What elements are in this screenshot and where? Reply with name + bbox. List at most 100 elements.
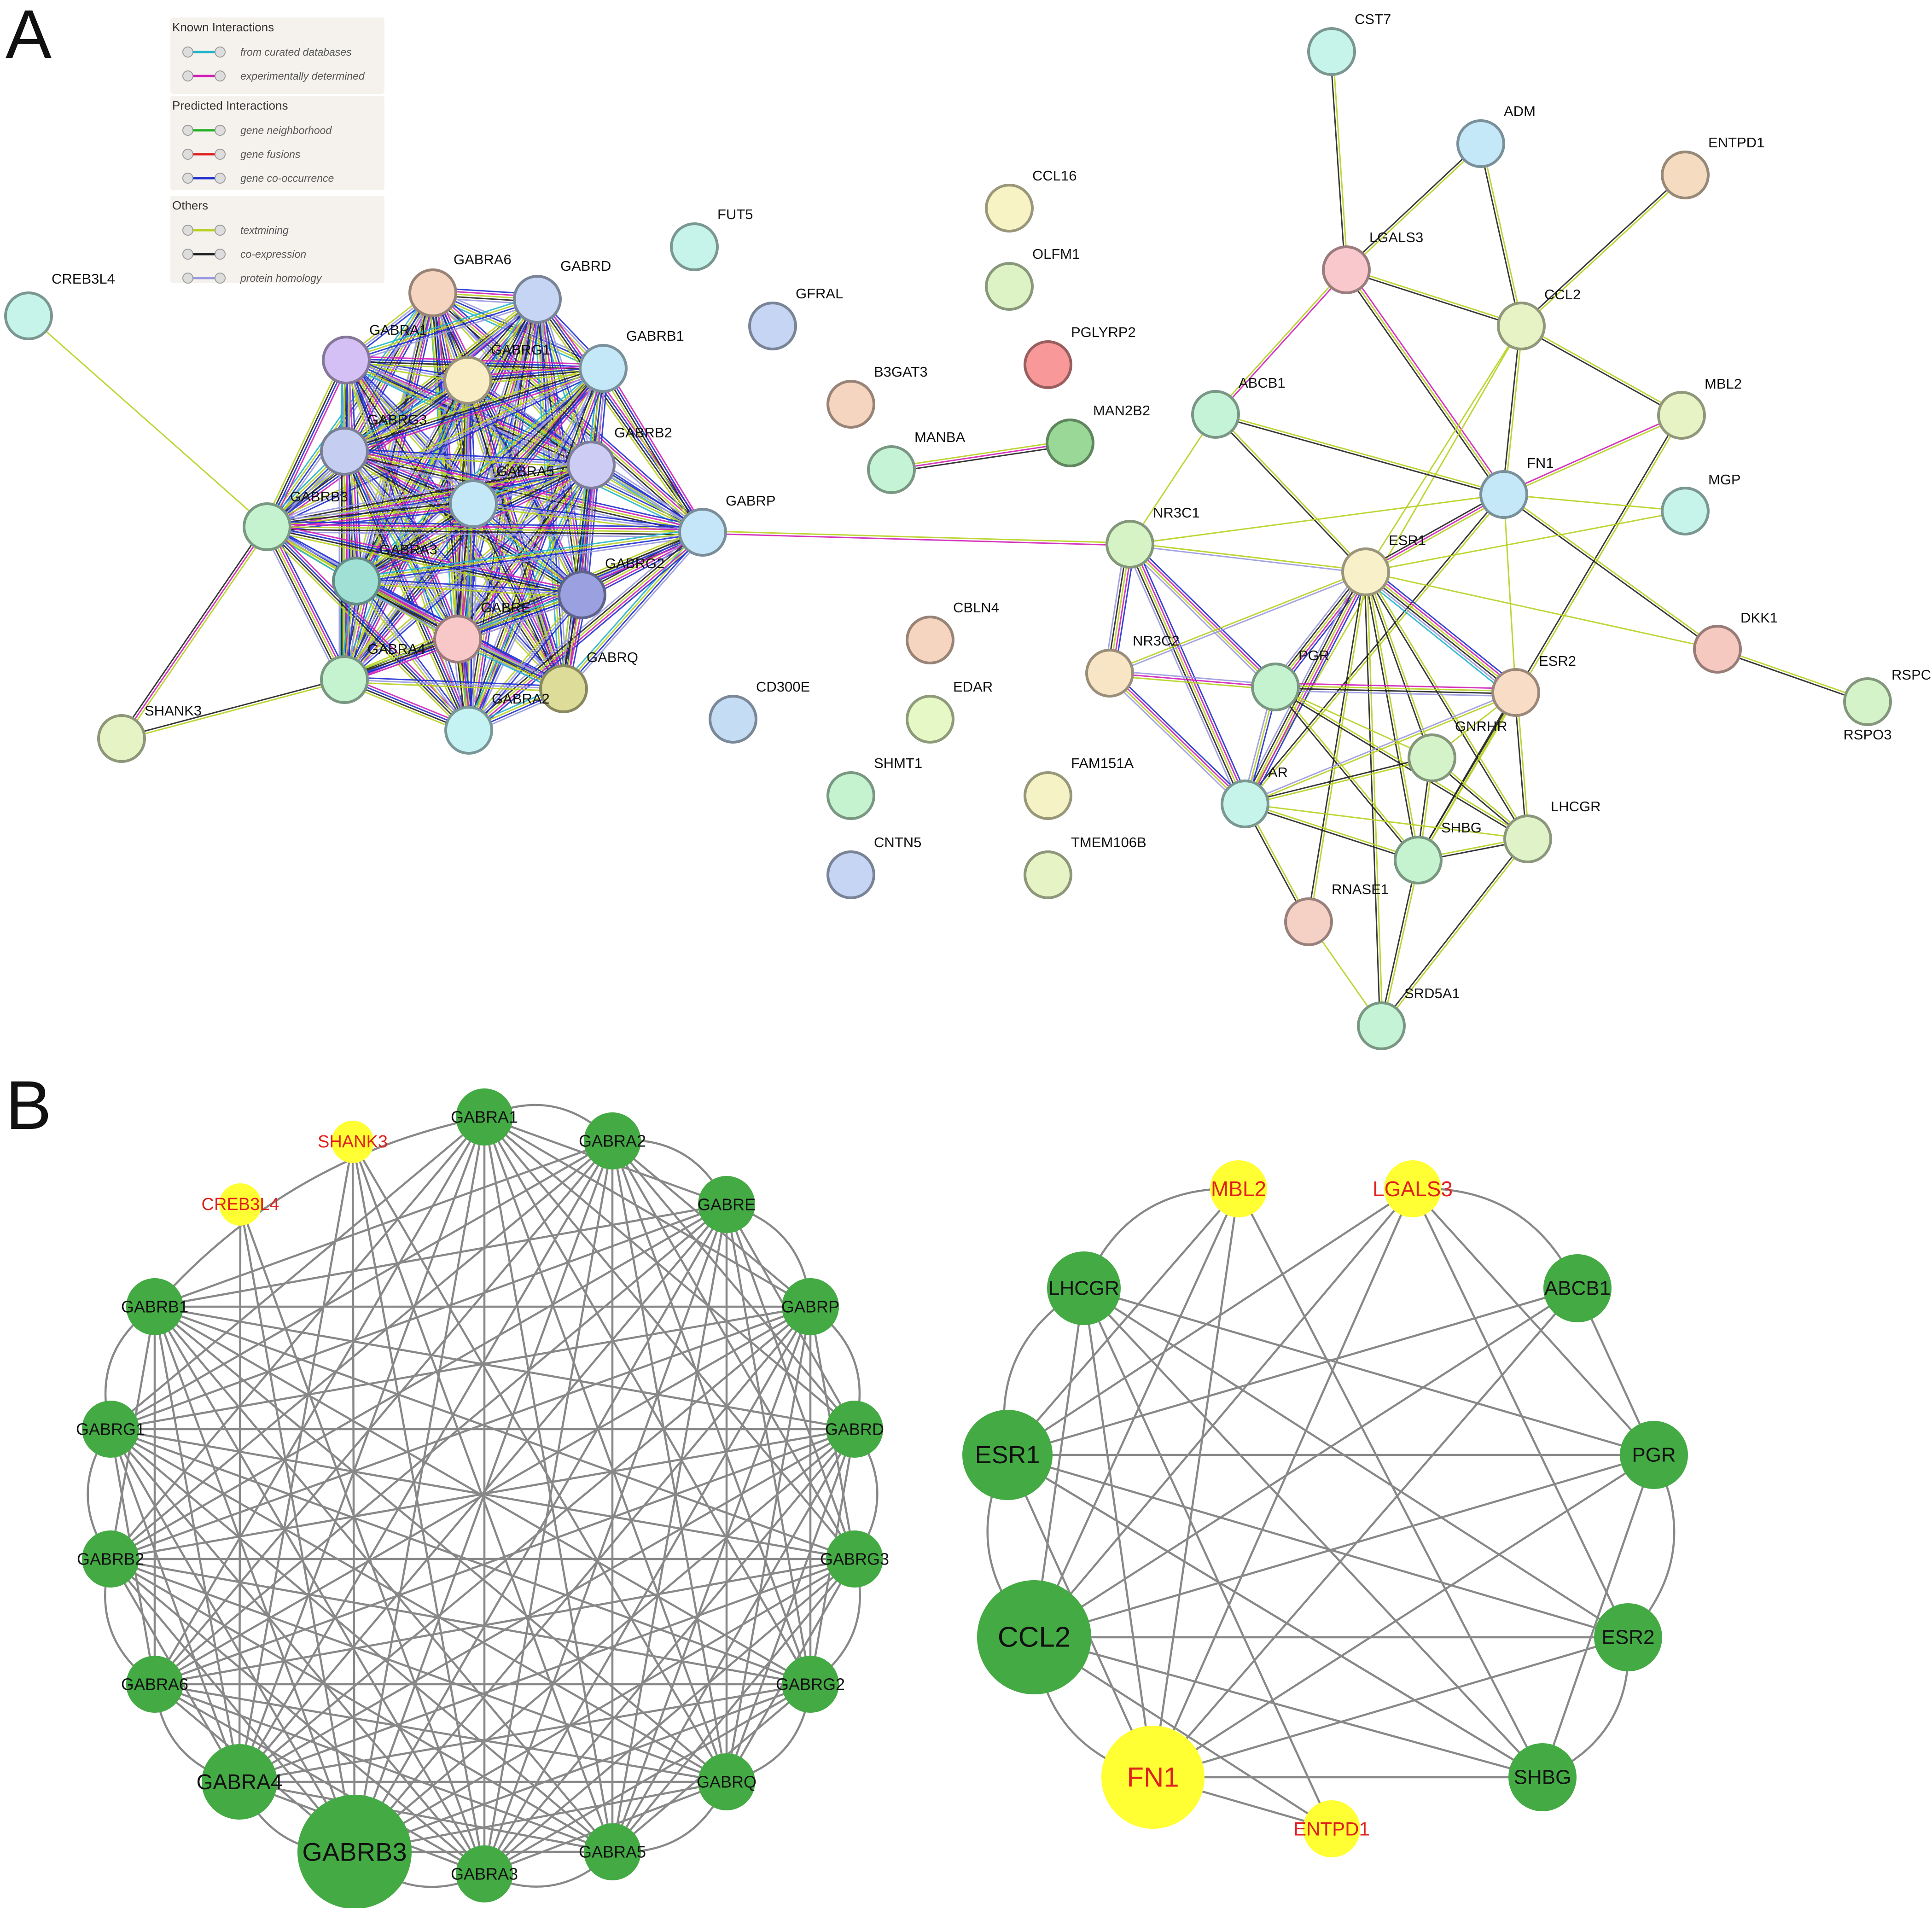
edge-mbl2-ccl2 (1033, 1188, 1240, 1638)
edge-nr3c1-pgr (1127, 546, 1274, 690)
edge-gabrp-nr3c1 (703, 530, 1130, 544)
edge-nr3c2-ar (1110, 671, 1246, 804)
node-label-gabra5: GABRA5 (496, 463, 554, 479)
edge-gabra2-gabrg2 (611, 1140, 812, 1685)
edge-gabrd-gabrp (535, 299, 702, 534)
edge-mbl2-fn1 (1152, 1188, 1240, 1778)
edge-abcb1-fn1 (1216, 412, 1505, 494)
edge-gabra1-gabrb1 (154, 1116, 485, 1308)
node-gabrd (513, 275, 562, 324)
edge-esr1-lhcgr (1366, 570, 1530, 839)
legend-item-label: from curated databases (240, 46, 352, 58)
node-gabrb3 (297, 1795, 412, 1908)
edge-nr3c1-pgr (1132, 541, 1279, 685)
edge-gabra3-gabrg2 (356, 580, 582, 596)
node-gabra5 (449, 479, 498, 528)
edge-gabra4-gabrb1 (153, 1306, 241, 1782)
legend-swatch-node (215, 149, 226, 160)
edge-gabra1-gabrq (343, 361, 562, 691)
edge-gabra1-gabrp (483, 1116, 811, 1308)
edge-gabra5-gabrp (473, 500, 703, 531)
edge-gabrb3-gabra2 (265, 527, 469, 732)
node-label-gabrb1: GABRB1 (626, 328, 684, 344)
node-label-nr3c1: NR3C1 (1153, 505, 1200, 521)
node-label-cst7: CST7 (1355, 11, 1391, 27)
edge-gabrb1-gabrp (599, 370, 700, 535)
edge-esr1-ar (1240, 569, 1362, 802)
node-gabrg2 (782, 1656, 839, 1713)
node-label-gabrb3: GABRB3 (290, 489, 348, 505)
node-gabra2 (444, 706, 493, 755)
edge-pgr-esr2 (1275, 685, 1516, 692)
node-label-cd300e: CD300E (756, 679, 810, 695)
edge-cst7-lgals3 (1332, 51, 1349, 270)
node-label-abcb1: ABCB1 (1544, 1277, 1611, 1300)
edge-lgals3-fn1 (1344, 271, 1502, 497)
edge-gabrd-gabra1 (346, 300, 538, 362)
edge-gabrg2-gabrb2 (110, 1558, 811, 1686)
node-esr2 (1594, 1603, 1662, 1671)
node-gnrhr (1408, 733, 1456, 782)
node-label-gabrb3: GABRB3 (302, 1838, 407, 1867)
node-label-tmem106b: TMEM106B (1071, 834, 1146, 850)
node-gabre (433, 615, 482, 663)
edge-gabrb2-gabra2 (465, 463, 588, 729)
edge-pgr-shbg (1274, 687, 1418, 861)
node-label-gfral: GFRAL (796, 285, 843, 302)
edge-ar-shbg (1245, 802, 1419, 860)
edge-pgr-shbg (1275, 686, 1420, 860)
node-cbln4 (906, 616, 954, 664)
edge-gabrp-gabrb2 (110, 1305, 811, 1560)
node-label-mbl2: MBL2 (1705, 376, 1742, 392)
edge-gabrb3-shank3 (123, 528, 270, 740)
edge-gabra2-gabrg1 (110, 1140, 613, 1430)
edge-pgr-gnrhr (1275, 686, 1432, 759)
edge-mbl2-esr1 (1007, 1188, 1240, 1456)
edge-gabra1-gabrb3 (270, 361, 350, 529)
edge-esr1-nr3c2 (1110, 572, 1367, 675)
node-label-gabrg2: GABRG2 (776, 1675, 845, 1694)
edge-gabra5-gabrb3 (267, 500, 473, 525)
node-shmt1 (826, 771, 875, 820)
node-fn1 (1101, 1726, 1205, 1829)
edge-fn1-esr2 (1503, 494, 1517, 693)
edge-gabra5-gabrb3 (267, 505, 474, 530)
node-gabra3 (332, 557, 381, 605)
edge-gabra5-gabrb3 (267, 503, 474, 528)
edge-gabra3-gabra2 (358, 579, 471, 729)
edge-gabra4-gabrq (344, 676, 564, 687)
edge-esr2-ar (1245, 693, 1517, 806)
node-label-shank3: SHANK3 (318, 1132, 388, 1152)
edge-esr1-ar (1249, 574, 1371, 807)
edge-pgr-lhcgr (1275, 685, 1529, 838)
edge-ar-lhcgr (1245, 803, 1528, 840)
edge-gabra4-gabrq (344, 681, 564, 692)
edge-gabre-gabrg3 (725, 1204, 856, 1559)
edge-gabrq-gabrg1 (110, 1428, 727, 1783)
node-lgals3 (1384, 1160, 1441, 1217)
node-label-ar: AR (1268, 764, 1288, 780)
edge-fn1-dkk1 (1502, 495, 1717, 651)
edge-gabrb1-gabrp (601, 368, 702, 534)
legend-item-label: gene co-occurrence (240, 172, 334, 184)
edge-gabra4-shank3 (122, 680, 345, 741)
edge-gabrb3-shank3 (121, 526, 268, 739)
node-ccl16 (985, 184, 1034, 233)
edge-esr1-rnase1 (1306, 571, 1365, 922)
node-label-gabra3: GABRA3 (451, 1865, 518, 1884)
edge-gabra4-gabrg1 (109, 1429, 241, 1782)
edge-gabrp-gabra4 (239, 1306, 811, 1783)
node-abcb1 (1191, 390, 1240, 439)
edge-gabrb1-gabrg3 (343, 364, 602, 448)
edge-gabre-gabra5 (611, 1204, 728, 1852)
edge-adm-lgals3 (1345, 142, 1481, 270)
edge-gabrb3-gabrp (267, 526, 703, 533)
node-gabrg3 (320, 427, 369, 476)
node-gabre (698, 1176, 755, 1233)
edge-gabrg3-gabrb2 (344, 453, 591, 468)
edge-gabrd-gabra1 (345, 295, 536, 357)
edge-gabrb1-gabre (454, 366, 602, 639)
edge-abcb1-esr1 (1216, 413, 1368, 572)
node-manba (867, 445, 916, 494)
edge-gabrb3-gabrq (268, 524, 565, 687)
